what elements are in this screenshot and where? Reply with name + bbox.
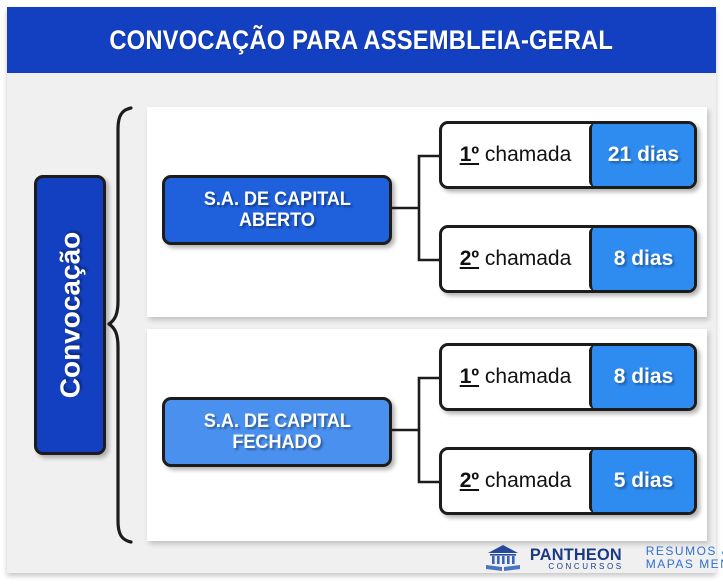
leaf-days-badge: 8 dias [589,346,694,408]
leaf-row-fechado-segunda-chamada[interactable]: 2º chamada 5 dias [439,447,697,515]
leaf-call-label: chamada [484,143,572,166]
leaf-ordinal: 1º [459,365,480,388]
root-node-label: Convocação [54,231,85,399]
footer-logo: PANTHEON CONCURSOS RESUMOS & MAPAS MENTA… [485,541,723,575]
diagram-board: CONVOCAÇÃO PARA ASSEMBLEIA-GERAL Convoca… [7,7,723,575]
category-label-line2: ABERTO [239,210,315,231]
leaf-days-badge: 8 dias [589,228,694,290]
category-label-line1: S.A. DE CAPITAL [203,410,351,432]
logo-tagline-line2: MAPAS MENTAIS [645,557,723,571]
fork-connector-aberto [388,147,444,269]
curly-brace-connector [107,105,133,545]
leaf-row-aberto-primeira-chamada[interactable]: 1º chamada 21 dias [439,121,697,189]
leaf-call-label: chamada [484,365,572,388]
category-node-capital-fechado[interactable]: S.A. DE CAPITAL FECHADO [162,397,392,467]
logo-subtitle: CONCURSOS [548,561,624,571]
root-node-convocacao[interactable]: Convocação [34,175,106,455]
leaf-call-text: 2º chamada [442,228,589,290]
header-bar: CONVOCAÇÃO PARA ASSEMBLEIA-GERAL [7,7,716,73]
leaf-row-fechado-primeira-chamada[interactable]: 1º chamada 8 dias [439,343,697,411]
leaf-row-aberto-segunda-chamada[interactable]: 2º chamada 8 dias [439,225,697,293]
category-label-line1: S.A. DE CAPITAL [203,188,351,210]
logo-name: PANTHEON [529,544,622,564]
leaf-ordinal: 1º [459,143,480,166]
fork-connector-fechado [388,369,444,491]
leaf-call-label: chamada [484,469,572,492]
logo-tagline: RESUMOS & MAPAS MENTAIS [645,543,723,572]
category-node-capital-aberto[interactable]: S.A. DE CAPITAL ABERTO [162,175,392,245]
leaf-ordinal: 2º [459,247,480,270]
category-label-line2: FECHADO [232,432,322,453]
pantheon-temple-icon [485,544,521,572]
logo-tagline-line1: RESUMOS & [645,543,723,558]
leaf-call-text: 1º chamada [442,346,589,408]
logo-wordmark: PANTHEON CONCURSOS [528,546,624,571]
leaf-days-badge: 21 dias [589,124,694,186]
leaf-call-text: 1º chamada [442,124,589,186]
page-title: CONVOCAÇÃO PARA ASSEMBLEIA-GERAL [109,24,614,55]
leaf-call-label: chamada [484,247,572,270]
leaf-days-badge: 5 dias [589,450,694,512]
leaf-ordinal: 2º [459,469,480,492]
leaf-call-text: 2º chamada [442,450,589,512]
